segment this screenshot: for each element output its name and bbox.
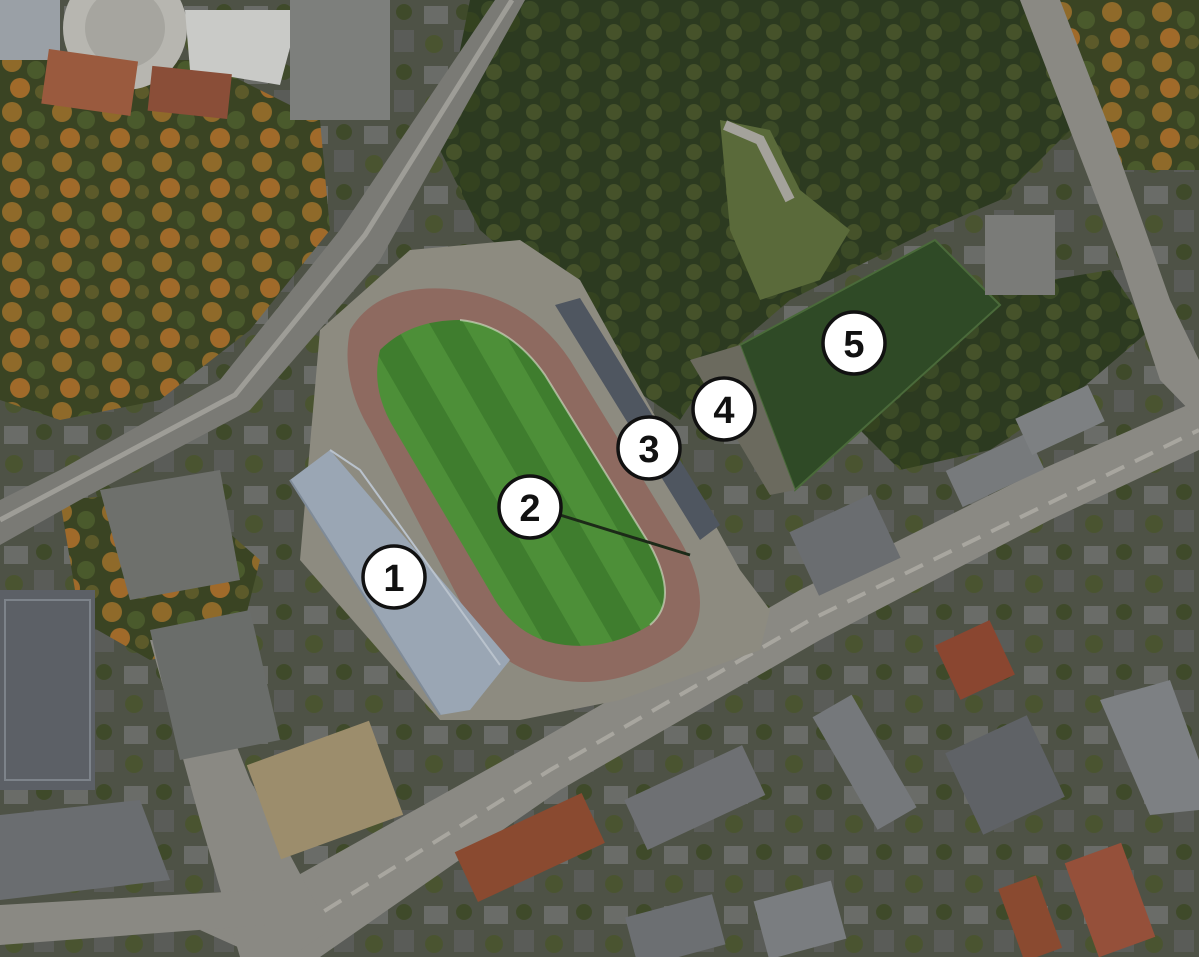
building-top-left-2	[185, 10, 300, 85]
marker-1-label: 1	[383, 558, 404, 600]
marker-3[interactable]: 3	[616, 415, 682, 481]
building-south-red-3	[998, 875, 1063, 957]
road-bottom-left	[0, 890, 265, 945]
office-block-southwest	[0, 800, 170, 900]
avenue-south	[200, 400, 1199, 957]
clay-court-2	[147, 65, 232, 120]
building-south-red-2	[1064, 842, 1156, 957]
marker-3-label: 3	[638, 429, 659, 471]
building-south-grey-3	[945, 715, 1065, 835]
parking-west	[100, 470, 240, 600]
road-east	[1020, 0, 1199, 420]
building-south-grey-4	[625, 894, 726, 957]
building-south-grey-2	[812, 694, 917, 830]
office-tower-west	[0, 590, 95, 790]
marker-2[interactable]: 2	[497, 474, 563, 540]
sand-plaza	[246, 720, 404, 860]
garden-path	[723, 120, 795, 203]
autumn-trees-west	[0, 60, 330, 420]
marker-5-label: 5	[843, 324, 864, 366]
building-east-3	[1015, 384, 1105, 456]
marker-1[interactable]: 1	[361, 544, 427, 610]
parking-east	[985, 215, 1055, 295]
trees-east	[860, 270, 1150, 470]
marker-4[interactable]: 4	[691, 376, 757, 442]
building-east-1	[789, 494, 901, 596]
building-south-grey-5	[753, 880, 847, 957]
marker-2-label: 2	[519, 488, 540, 530]
parking-top	[290, 0, 390, 120]
building-south-red	[454, 793, 605, 903]
garden-clearing	[720, 120, 850, 300]
building-south-courtyard	[1100, 680, 1199, 815]
clay-court	[41, 48, 139, 116]
building-east-2	[945, 432, 1045, 508]
parking-southwest	[150, 610, 280, 760]
building-south-grey-1	[624, 745, 766, 850]
marker-4-label: 4	[713, 390, 734, 432]
marker-5[interactable]: 5	[821, 310, 887, 376]
tennis-court-south	[935, 620, 1015, 700]
